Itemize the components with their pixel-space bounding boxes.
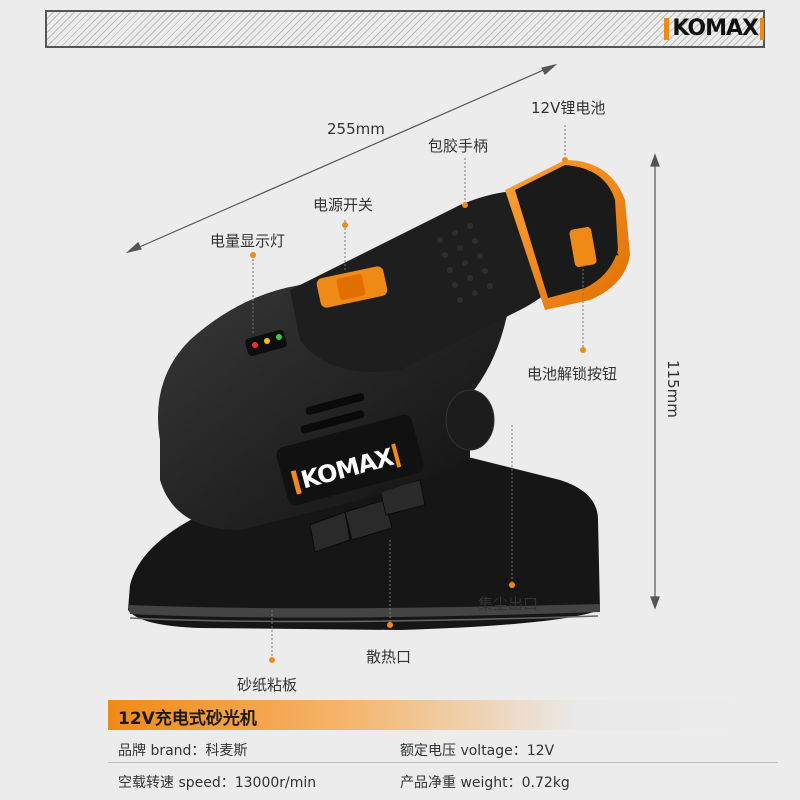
callout-power-switch: 电源开关 [313, 196, 374, 214]
length-dimension-line [125, 63, 558, 254]
sanding-pad [128, 448, 600, 630]
body-logo-panel [276, 414, 424, 506]
spec-weight: 产品净重 weight：0.72kg [400, 775, 570, 791]
spec-brand: 品牌 brand：科麦斯 [118, 743, 248, 759]
callout-vent: 散热口 [366, 648, 412, 666]
height-dimension-label: 115mm [664, 360, 682, 418]
spec-speed: 空载转速 speed：13000r/min [118, 775, 317, 791]
callout-dots [250, 157, 586, 663]
dust-outlet [445, 389, 495, 451]
top-banner [45, 10, 765, 48]
brand-logo-text: KOMAX [672, 16, 759, 41]
callout-battery-release: 电池解锁按钮 [527, 365, 618, 383]
callout-battery: 12V锂电池 [531, 99, 606, 117]
product-title: 12V充电式砂光机 [118, 709, 257, 729]
rubber-grip-handle [290, 191, 575, 372]
callout-sandpaper-pad: 砂纸粘板 [237, 676, 298, 694]
logo-bar-right [760, 17, 764, 40]
product-illustration [125, 63, 660, 663]
brand-logo: KOMAX [664, 16, 764, 41]
power-indicator-leds [245, 330, 287, 356]
callout-power-indicator: 电量显示灯 [210, 232, 286, 250]
vent-slots [300, 393, 365, 434]
callout-grip: 包胶手柄 [428, 137, 489, 155]
spec-panel: 12V充电式砂光机 品牌 brand：科麦斯 额定电压 voltage：12V … [0, 692, 800, 800]
callout-dust-outlet: 集尘出口 [478, 595, 539, 613]
battery-release-button [569, 227, 597, 267]
spec-voltage: 额定电压 voltage：12V [400, 743, 555, 759]
length-dimension-label: 255mm [327, 120, 385, 138]
sanding-pad-edge [128, 604, 600, 618]
grip-texture [437, 223, 493, 303]
product-stage: KOMAX 12V 255mm 115mm 12V锂电池 包胶手柄 电源开关 电… [0, 60, 800, 694]
spec-title-bar [108, 700, 778, 730]
callout-leader-lines [252, 125, 584, 660]
logo-bar-left [664, 17, 670, 40]
spec-divider [108, 762, 778, 763]
height-dimension-line [650, 153, 660, 610]
